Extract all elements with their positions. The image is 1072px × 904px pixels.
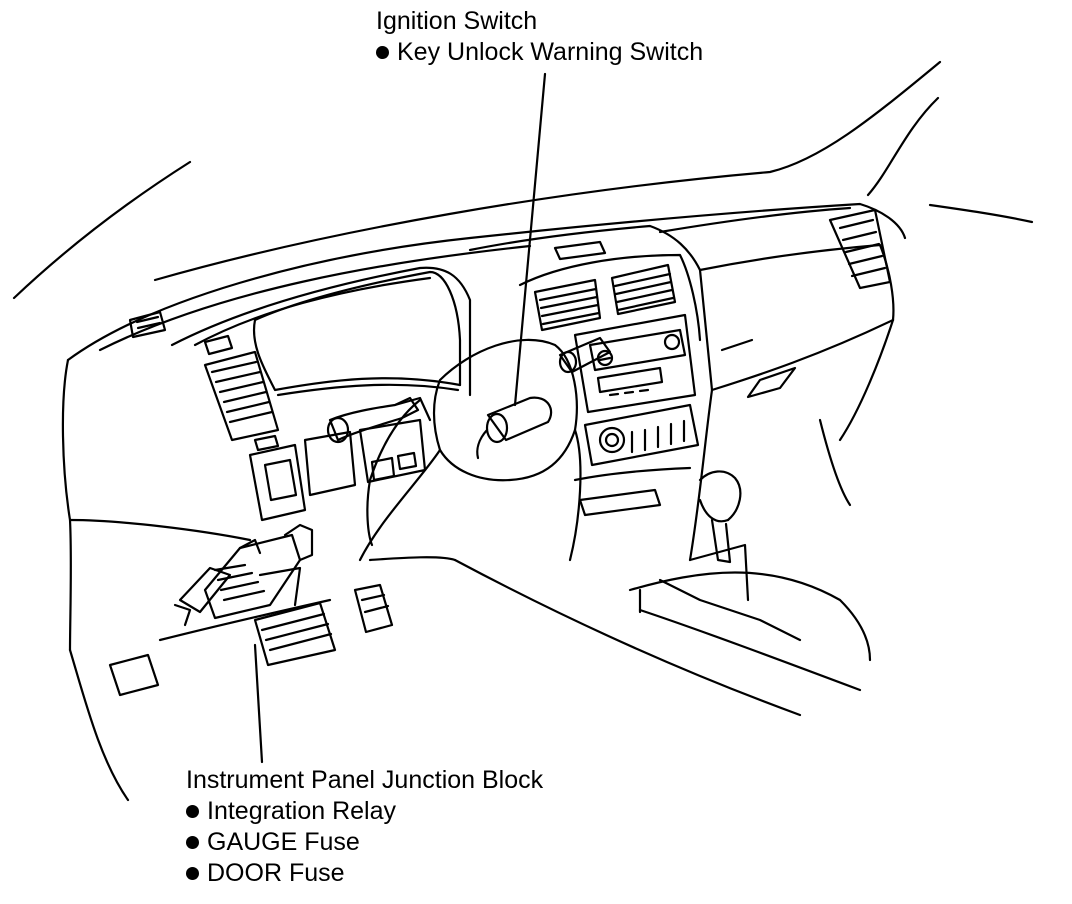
steering-column <box>360 340 580 560</box>
pedals <box>110 568 392 695</box>
junction-block <box>160 525 330 640</box>
bullet-icon <box>186 867 199 880</box>
door-fuse-label: DOOR Fuse <box>207 859 345 887</box>
dashboard-top <box>68 204 905 360</box>
junction-block-label: Instrument Panel Junction Block <box>186 766 544 794</box>
ignition-switch-callout: Ignition Switch Key Unlock Warning Switc… <box>376 6 703 68</box>
ignition-leader-line <box>515 74 545 405</box>
key-unlock-warning-switch-label: Key Unlock Warning Switch <box>397 38 704 66</box>
passenger-dashboard <box>700 210 893 505</box>
bullet-icon <box>376 46 389 59</box>
left-air-vent <box>205 336 278 450</box>
integration-relay-item: Integration Relay <box>186 796 543 827</box>
floor-console-shifter <box>370 471 870 715</box>
key-unlock-warning-switch-item: Key Unlock Warning Switch <box>376 37 703 68</box>
integration-relay-label: Integration Relay <box>207 797 397 825</box>
bullet-icon <box>186 805 199 818</box>
junction-block-callout: Instrument Panel Junction Block Integrat… <box>186 765 543 889</box>
ignition-key-cylinder <box>477 398 551 458</box>
instrument-cluster <box>172 268 470 395</box>
windshield-frame <box>14 62 1032 298</box>
bullet-icon <box>186 836 199 849</box>
center-console <box>470 226 712 560</box>
ignition-switch-label: Ignition Switch <box>376 7 538 35</box>
combination-switch-stalk <box>328 398 430 442</box>
gauge-fuse-label: GAUGE Fuse <box>207 828 360 856</box>
junction-leader-line <box>255 645 262 762</box>
door-fuse-item: DOOR Fuse <box>186 858 543 889</box>
left-switch-panel <box>250 420 425 520</box>
left-side-trim <box>63 312 250 800</box>
gauge-fuse-item: GAUGE Fuse <box>186 827 543 858</box>
